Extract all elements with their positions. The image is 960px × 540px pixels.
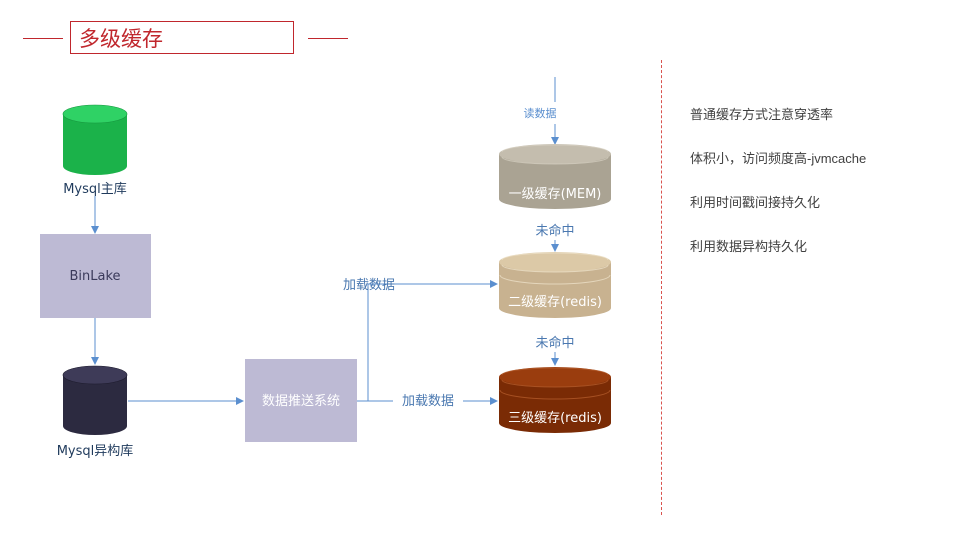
cache-l1-label: 一级缓存(MEM) xyxy=(509,187,602,202)
cache-l2-cylinder-top xyxy=(499,252,611,272)
mysql-hetero-node: Mysql异构库 xyxy=(57,365,134,459)
push-system-box xyxy=(245,359,357,442)
cache-l3-cylinder-top xyxy=(499,367,611,387)
edge-label-load-bottom: 加载数据 xyxy=(402,394,454,409)
cache-l2-node: 二级缓存(redis) xyxy=(499,252,611,318)
cache-l1-cylinder-top xyxy=(499,144,611,164)
cache-l3-stripes xyxy=(499,367,611,400)
cache-l2-cylinder xyxy=(499,262,611,318)
cache-l2-label: 二级缓存(redis) xyxy=(508,295,602,310)
page-title-text: 多级缓存 xyxy=(79,26,163,51)
push-system-label: 数据推送系统 xyxy=(262,394,340,409)
cache-l3-label: 三级缓存(redis) xyxy=(508,411,602,426)
push-system-node: 数据推送系统 xyxy=(245,359,357,442)
cache-l2-stripes xyxy=(499,252,611,285)
edge-push-to-l2 xyxy=(367,283,405,401)
mysql-master-cylinder xyxy=(63,114,127,175)
cache-l1-stripes xyxy=(501,144,609,165)
note-item: 普通缓存方式注意穿透率 xyxy=(690,107,834,122)
page-title: 多级缓存 xyxy=(70,21,294,54)
note-item: 利用数据异构持久化 xyxy=(690,239,808,254)
edge-label-miss-2: 未命中 xyxy=(535,335,574,351)
cache-l3-cylinder xyxy=(499,377,611,433)
binlake-node: BinLake xyxy=(40,234,151,318)
notes-list: 普通缓存方式注意穿透率 体积小，访问频度高-jvmcache 利用时间戳间接持久… xyxy=(690,106,866,282)
mysql-master-node: Mysql主库 xyxy=(62,104,128,197)
title-rule-left xyxy=(23,38,63,39)
binlake-label: BinLake xyxy=(69,269,120,284)
vertical-divider xyxy=(661,60,662,515)
edge-label-read-data: 读数据 xyxy=(524,106,557,120)
mysql-hetero-label: Mysql异构库 xyxy=(57,443,134,459)
cache-l3-node: 三级缓存(redis) xyxy=(499,367,611,433)
title-rule-right xyxy=(308,38,348,39)
cache-l1-cylinder xyxy=(499,154,611,209)
connectors xyxy=(91,77,559,405)
edge-label-miss-1: 未命中 xyxy=(535,223,574,239)
edge-label-load-top: 加载数据 xyxy=(343,278,395,293)
note-item: 利用时间戳间接持久化 xyxy=(690,195,821,210)
binlake-box xyxy=(40,234,151,318)
note-item: 体积小，访问频度高-jvmcache xyxy=(690,151,867,166)
mysql-hetero-cylinder xyxy=(63,375,127,435)
mysql-master-cylinder-top xyxy=(62,104,128,124)
mysql-hetero-cylinder-top xyxy=(62,365,128,385)
mysql-master-label: Mysql主库 xyxy=(63,181,127,197)
cache-l1-node: 一级缓存(MEM) xyxy=(499,144,611,209)
